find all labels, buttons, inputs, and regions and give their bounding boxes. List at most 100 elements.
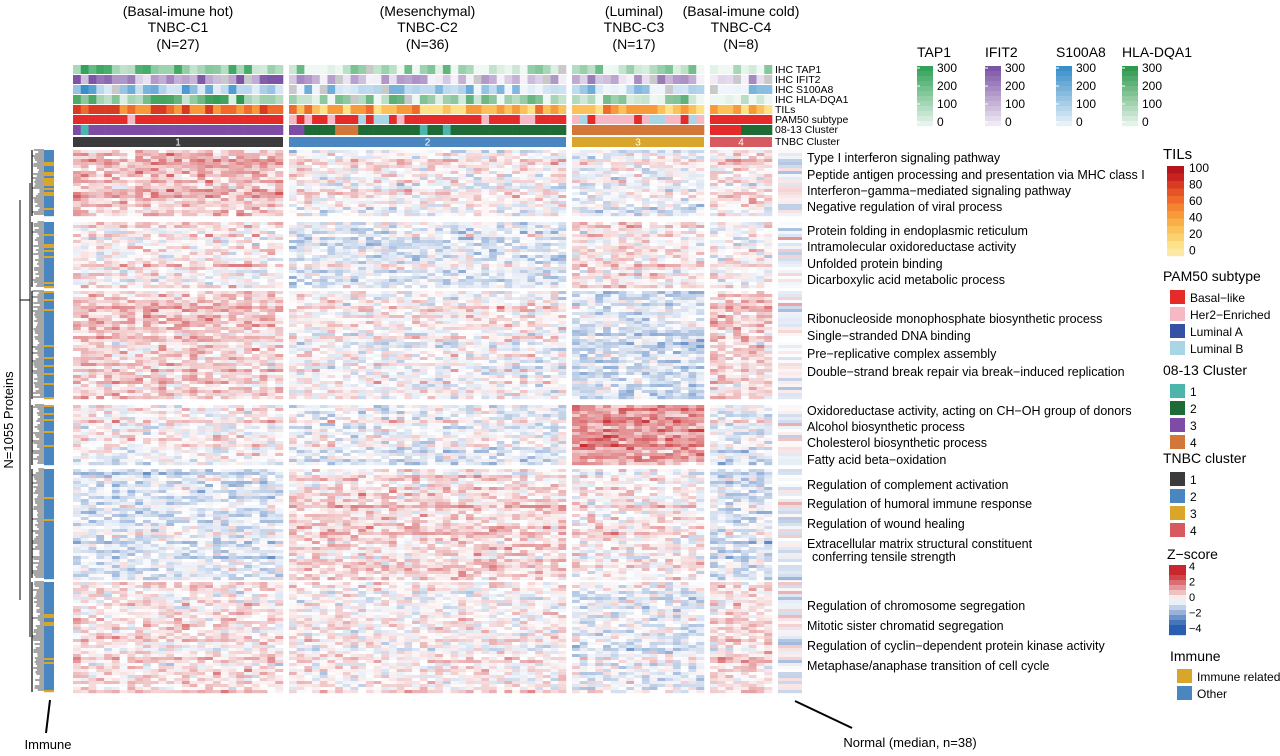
annotation-cell [473, 65, 482, 74]
annotation-cell [519, 95, 528, 104]
heatmap-cell [595, 177, 604, 181]
annotation-cell [458, 95, 467, 104]
heatmap-cell [275, 204, 284, 208]
heatmap-cell [228, 255, 237, 259]
heatmap-cell [104, 255, 113, 259]
heatmap-cell [558, 237, 567, 241]
heatmap-cell [657, 162, 666, 166]
heatmap-cell [579, 282, 588, 286]
heatmap-cell [119, 168, 128, 172]
heatmap-cell [717, 180, 726, 184]
heatmap-cell [358, 270, 367, 274]
heatmap-cell [365, 183, 374, 187]
heatmap-cell [595, 243, 604, 247]
heatmap-cell [458, 237, 467, 241]
heatmap-cell [327, 153, 336, 157]
heatmap-cell [189, 201, 198, 205]
heatmap-cell [158, 186, 167, 190]
heatmap-cell [296, 183, 305, 187]
heatmap-cell [381, 243, 390, 247]
heatmap-cell [275, 243, 284, 247]
annotation-cell [519, 105, 528, 114]
heatmap-cell [304, 204, 313, 208]
heatmap-cell [228, 306, 237, 310]
heatmap-cell [244, 195, 253, 199]
heatmap-cell [519, 186, 528, 190]
annotation-cell [275, 95, 284, 104]
heatmap-cell [342, 159, 351, 163]
heatmap-cell [166, 195, 175, 199]
heatmap-cell [595, 228, 604, 232]
heatmap-cell [618, 201, 627, 205]
heatmap-cell [442, 273, 451, 277]
heatmap-cell [143, 177, 152, 181]
heatmap-cell [489, 279, 497, 283]
heatmap-cell [442, 303, 451, 307]
heatmap-cell [634, 291, 643, 295]
annotation-cell [342, 75, 351, 84]
heatmap-cell [143, 168, 152, 172]
tnbc-cluster-number: 3 [635, 138, 641, 149]
heatmap-cell [680, 234, 689, 238]
heatmap-cell [197, 186, 206, 190]
heatmap-cell [748, 246, 757, 250]
heatmap-cell [373, 171, 382, 175]
heatmap-cell [327, 249, 336, 253]
heatmap-cell [710, 198, 718, 202]
heatmap-cell [220, 294, 229, 298]
heatmap-cell [373, 195, 382, 199]
heatmap-cell [396, 234, 405, 238]
annotation-cell [535, 65, 544, 74]
heatmap-cell [626, 243, 635, 247]
heatmap-cell [473, 201, 482, 205]
heatmap-cell [365, 258, 374, 262]
heatmap-cell [717, 300, 726, 304]
heatmap-cell [304, 165, 313, 169]
heatmap-cell [641, 207, 650, 211]
heatmap-cell [756, 264, 765, 268]
heatmap-cell [228, 282, 237, 286]
heatmap-cell [512, 231, 521, 235]
heatmap-cell [680, 240, 689, 244]
heatmap-cell [512, 252, 521, 256]
heatmap-cell [595, 204, 604, 208]
heatmap-cell [275, 228, 284, 232]
heatmap-cell [335, 153, 344, 157]
heatmap-cell [550, 228, 559, 232]
heatmap-cell [595, 255, 604, 259]
heatmap-cell [181, 237, 190, 241]
heatmap-cell [696, 255, 705, 259]
heatmap-cell [649, 183, 658, 187]
heatmap-cell [465, 249, 474, 253]
heatmap-cell [634, 174, 643, 178]
heatmap-cell [244, 159, 253, 163]
heatmap-cell [465, 273, 474, 277]
annotation-cell [267, 85, 276, 94]
annotation-cell [595, 65, 604, 74]
heatmap-cell [465, 210, 474, 214]
heatmap-cell [427, 279, 436, 283]
heatmap-cell [696, 276, 705, 280]
heatmap-cell [119, 156, 128, 160]
heatmap-cell [158, 246, 167, 250]
heatmap-cell [527, 267, 536, 271]
heatmap-cell [741, 171, 749, 175]
heatmap-cell [442, 162, 451, 166]
annotation-cell [550, 95, 559, 104]
heatmap-cell [197, 204, 206, 208]
heatmap-cell [657, 249, 666, 253]
heatmap-cell [550, 303, 559, 307]
heatmap-cell [259, 180, 268, 184]
heatmap-cell [389, 180, 397, 184]
heatmap-cell [158, 201, 167, 205]
heatmap-cell [496, 279, 505, 283]
annotation-cell [595, 75, 604, 84]
heatmap-cell [587, 195, 596, 199]
heatmap-cell [572, 183, 581, 187]
annotation-cell [267, 105, 276, 114]
annotation-cell [657, 105, 666, 114]
heatmap-cell [649, 168, 658, 172]
heatmap-cell [111, 294, 120, 298]
heatmap-cell [312, 174, 321, 178]
heatmap-cell [641, 213, 650, 217]
